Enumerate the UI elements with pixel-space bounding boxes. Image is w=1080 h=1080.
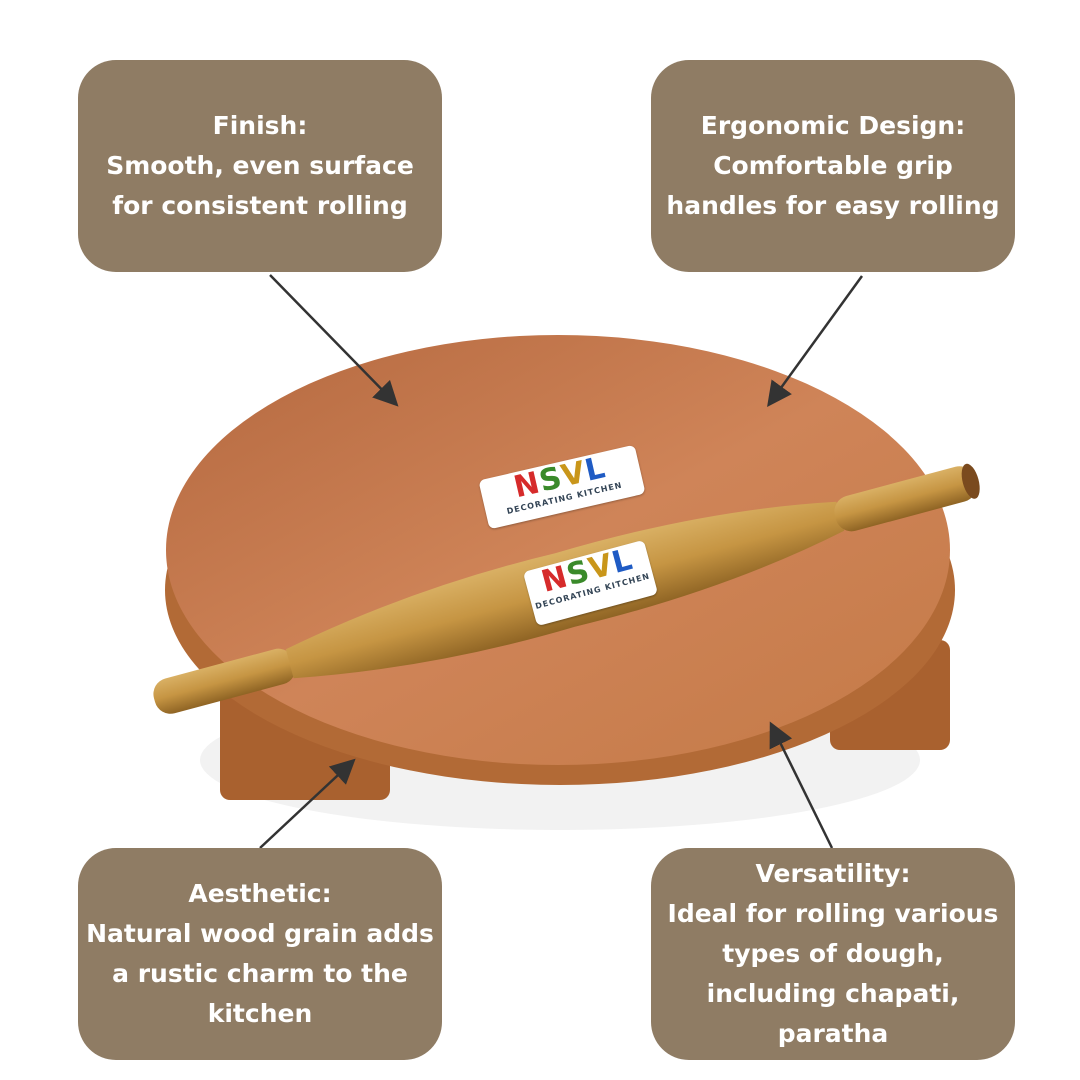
callout-finish: Finish: Smooth, even surface for consist… — [78, 60, 442, 272]
callout-text: for consistent rolling — [112, 191, 408, 220]
callout-text: types of dough, — [722, 939, 944, 968]
callout-text: Natural wood grain adds — [86, 919, 434, 948]
callout-aesthetic: Aesthetic: Natural wood grain adds a rus… — [78, 848, 442, 1060]
callout-arrows — [259, 274, 864, 849]
callout-text: including chapati, — [706, 979, 960, 1008]
callout-text: a rustic charm to the — [112, 959, 408, 988]
callout-title: Aesthetic: — [188, 879, 332, 908]
callout-text: paratha — [777, 1019, 889, 1048]
callout-text: handles for easy rolling — [666, 191, 1000, 220]
callout-text: Comfortable grip — [713, 151, 953, 180]
callout-text: Ideal for rolling various — [667, 899, 999, 928]
callout-title: Ergonomic Design: — [700, 111, 966, 140]
callout-ergonomic-design: Ergonomic Design: Comfortable grip handl… — [651, 60, 1015, 272]
callout-versatility: Versatility: Ideal for rolling various t… — [651, 848, 1015, 1060]
callout-text: kitchen — [207, 999, 313, 1028]
callout-title: Finish: — [212, 111, 308, 140]
callout-text: Smooth, even surface — [106, 151, 414, 180]
callout-title: Versatility: — [755, 859, 911, 888]
